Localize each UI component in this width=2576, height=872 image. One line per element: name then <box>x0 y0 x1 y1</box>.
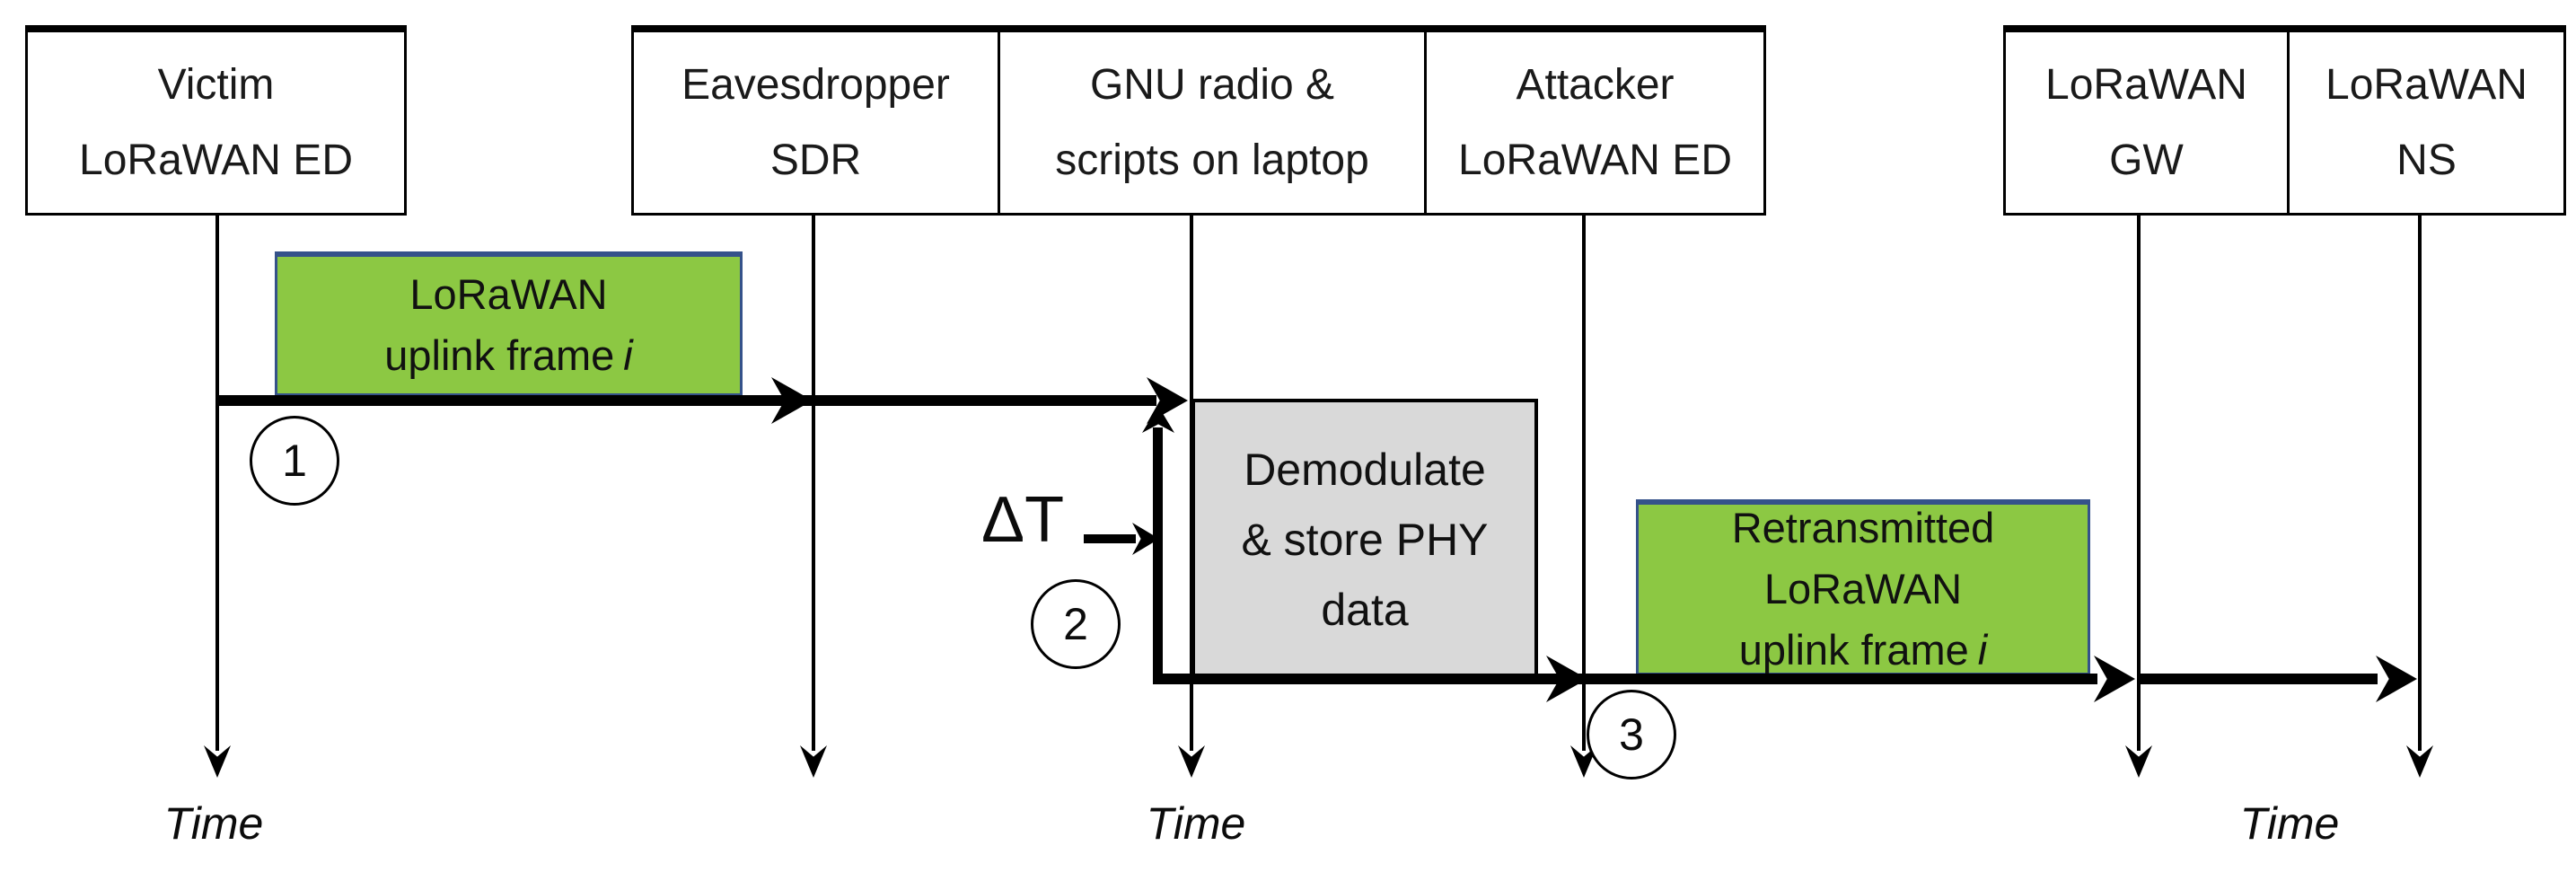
lifeline-eavesdropper <box>812 216 815 751</box>
step-3-number: 3 <box>1619 709 1644 760</box>
actor-box-lorawan-gw: LoRaWAN GW <box>2003 25 2290 216</box>
delay-line <box>1153 427 1163 684</box>
process-line-1: Demodulate <box>1244 445 1486 495</box>
process-line-3: data <box>1321 585 1409 635</box>
actor-label-line: LoRaWAN ED <box>79 136 353 184</box>
actor-label-line: scripts on laptop <box>1055 136 1369 184</box>
lifeline-lorawan-ns <box>2418 216 2422 751</box>
process-line-2: & store PHY <box>1241 515 1489 565</box>
actor-box-victim-ed: Victim LoRaWAN ED <box>25 25 407 216</box>
frame-index-italic: i <box>623 331 633 379</box>
actor-box-gnu-radio: GNU radio & scripts on laptop <box>998 25 1427 216</box>
actor-label-line: GW <box>2109 136 2184 184</box>
actor-label-line: LoRaWAN <box>2325 60 2528 109</box>
actor-label-line: Victim <box>157 60 275 109</box>
gw-to-ns-arrow-line <box>2141 674 2378 684</box>
gw-to-ns-arrowhead-icon <box>2376 656 2417 702</box>
lifeline-lorawan-gw <box>2137 216 2141 751</box>
delta-t-label: ΔT <box>981 484 1065 556</box>
actor-label-line: Attacker <box>1516 60 1675 109</box>
step-2-number: 2 <box>1063 599 1088 649</box>
step-1-number: 1 <box>282 436 307 486</box>
frame-index-italic-2: i <box>1977 625 1988 674</box>
actor-box-lorawan-ns: LoRaWAN NS <box>2287 25 2566 216</box>
actor-label-line: GNU radio & <box>1089 60 1335 109</box>
lifeline-victim-ed <box>215 216 219 751</box>
actor-box-eavesdropper: Eavesdropper SDR <box>631 25 1000 216</box>
uplink-arrow-line <box>215 395 1156 406</box>
retransmitted-line-2: LoRaWAN <box>1763 564 1963 612</box>
time-label-victim: Time <box>163 798 264 849</box>
uplink-frame-line-1: LoRaWAN <box>409 270 608 318</box>
actor-label-line: SDR <box>769 136 862 184</box>
step-1-badge: 1 <box>250 416 339 506</box>
time-label-gnu-radio: Time <box>1146 798 1246 849</box>
actor-label-line: LoRaWAN <box>2045 60 2247 109</box>
lifeline-attacker-ed <box>1582 216 1586 751</box>
delta-t-pointer-line <box>1084 534 1136 543</box>
retransmitted-line-1: Retransmitted <box>1731 503 1995 551</box>
actor-label-line: Eavesdropper <box>681 60 950 109</box>
retransmit-arrowhead-gw-icon <box>2094 656 2135 702</box>
demodulate-store-box: Demodulate & store PHY data <box>1191 399 1538 681</box>
step-3-badge: 3 <box>1587 690 1676 780</box>
actor-label-line: LoRaWAN ED <box>1458 136 1732 184</box>
time-label-gw-ns: Time <box>2239 798 2340 849</box>
step-2-badge: 2 <box>1031 579 1121 669</box>
actor-box-attacker-ed: Attacker LoRaWAN ED <box>1424 25 1766 216</box>
actor-label-line: NS <box>2396 136 2457 184</box>
retransmit-arrow-line <box>1153 674 2097 684</box>
